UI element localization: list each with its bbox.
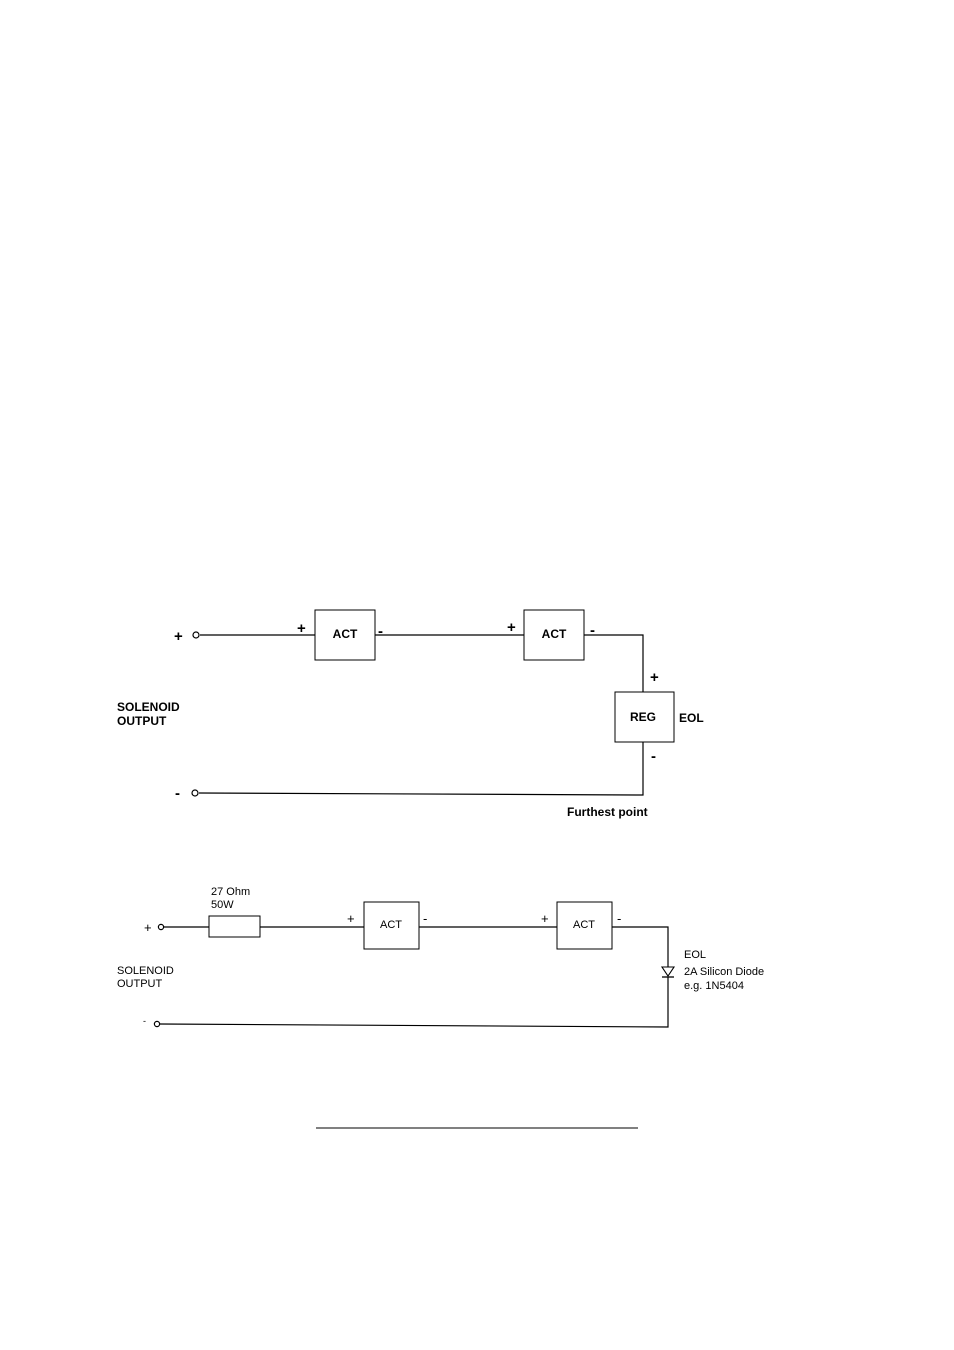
plus-terminal-label: + xyxy=(144,920,152,935)
diode-label-line2: e.g. 1N5404 xyxy=(684,980,744,992)
diagram-eol-diode: + - 27 Ohm 50W SOLENOID OUTPUT ACT + - A… xyxy=(117,886,764,1027)
act-device-1-minus: - xyxy=(378,623,383,640)
diagram-eol-regulator: + - SOLENOID OUTPUT ACT + - ACT + - REG … xyxy=(117,610,704,819)
resistor-label-line2: 50W xyxy=(211,899,234,911)
act-device-2-plus: + xyxy=(541,911,549,926)
act-device-2-label: ACT xyxy=(542,627,567,641)
reg-device-label: REG xyxy=(630,710,656,724)
diode-icon xyxy=(662,967,674,977)
output-label-line2: OUTPUT xyxy=(117,978,163,990)
plus-terminal-label: + xyxy=(174,628,183,645)
act-device-1-plus: + xyxy=(347,911,355,926)
reg-device-minus: - xyxy=(651,748,656,765)
output-label-line1: SOLENOID xyxy=(117,965,174,977)
act-device-2-plus: + xyxy=(507,619,516,636)
reg-device-plus: + xyxy=(650,669,659,686)
wire-reg-to-minus xyxy=(199,742,643,795)
diode-label-line1: 2A Silicon Diode xyxy=(684,966,764,978)
plus-terminal xyxy=(158,924,163,929)
wire-diode-to-minus xyxy=(160,977,668,1027)
minus-terminal xyxy=(192,790,198,796)
act-device-2-minus: - xyxy=(617,911,621,926)
act-device-1-minus: - xyxy=(423,911,427,926)
act-device-1-label: ACT xyxy=(333,627,358,641)
minus-terminal xyxy=(154,1021,159,1026)
output-label-line1: SOLENOID xyxy=(117,700,180,714)
resistor-label-line1: 27 Ohm xyxy=(211,886,250,898)
act-device-1-plus: + xyxy=(297,620,306,637)
act-device-1-label: ACT xyxy=(380,919,402,931)
wire-act2-to-diode xyxy=(612,927,668,967)
resistor xyxy=(209,916,260,937)
furthest-point-label: Furthest point xyxy=(567,805,648,819)
eol-label: EOL xyxy=(679,711,704,725)
minus-terminal-label: - xyxy=(143,1016,146,1026)
plus-terminal xyxy=(193,632,199,638)
output-label-line2: OUTPUT xyxy=(117,714,167,728)
eol-label: EOL xyxy=(684,949,706,961)
wire-act2-to-reg xyxy=(584,635,643,692)
minus-terminal-label: - xyxy=(175,785,180,802)
act-device-2-label: ACT xyxy=(573,919,595,931)
act-device-2-minus: - xyxy=(590,622,595,639)
